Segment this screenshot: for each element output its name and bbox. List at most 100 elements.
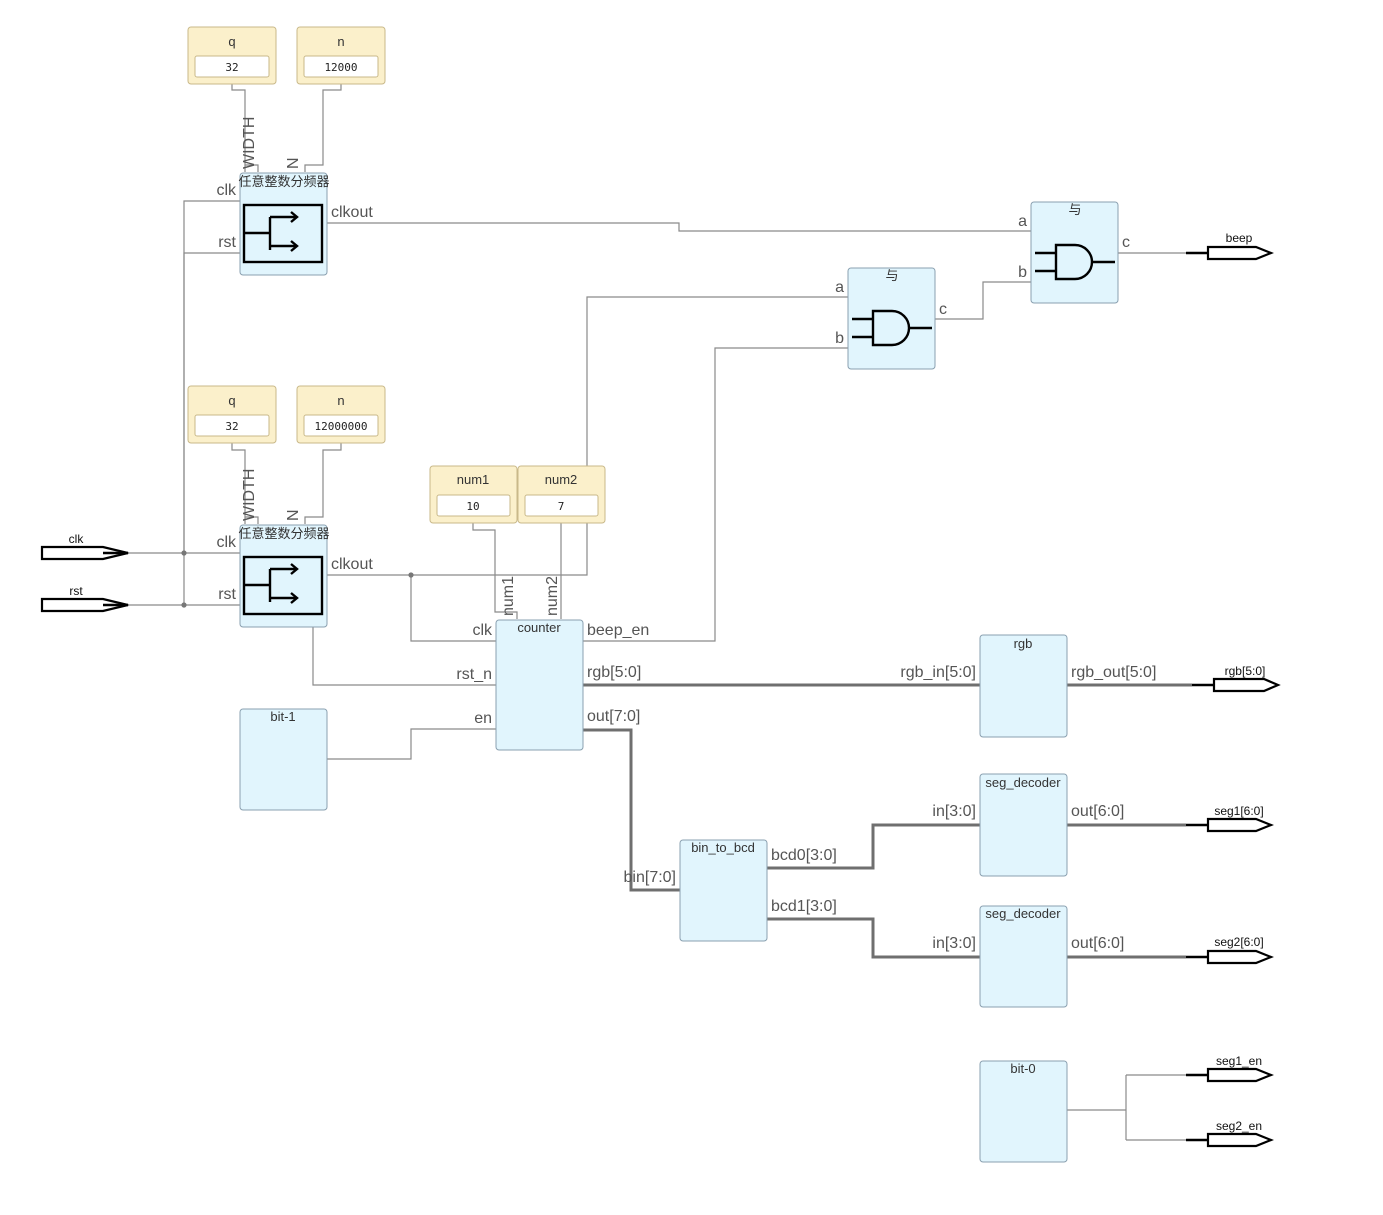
- block-and-2[interactable]: 与 a b c: [1018, 201, 1130, 304]
- pin-bin: bin[7:0]: [624, 869, 676, 886]
- pin-clkout: clkout: [331, 556, 373, 573]
- param-num1[interactable]: num1 10: [429, 465, 518, 524]
- block-seg-decoder-1[interactable]: seg_decoder in[3:0] out[6:0]: [932, 773, 1124, 877]
- block-divider-bottom[interactable]: 任意整数分频器 clk rst clkout WIDTH N: [216, 469, 373, 628]
- junction-rst: [181, 602, 187, 608]
- block-title: counter: [517, 620, 561, 635]
- block-title: seg_decoder: [985, 775, 1061, 790]
- pin-out: out[7:0]: [587, 708, 640, 725]
- port-label: beep: [1226, 231, 1253, 245]
- param-name: n: [337, 34, 344, 49]
- wire-beep-en: [583, 347, 848, 642]
- pin-bcd0: bcd0[3:0]: [771, 847, 837, 864]
- pin-a: a: [1018, 213, 1027, 230]
- param-p2-q[interactable]: q 32: [187, 385, 277, 444]
- wire-and1c: [935, 281, 1031, 320]
- block-title: 任意整数分频器: [238, 526, 329, 541]
- pin-n: N: [285, 157, 302, 169]
- pin-num2: num2: [544, 576, 561, 616]
- port-label: seg1[6:0]: [1214, 804, 1263, 818]
- block-title: bin_to_bcd: [691, 840, 755, 855]
- port-label: rst: [69, 584, 83, 598]
- pin-clk: clk: [472, 622, 493, 639]
- wire-clkout2-counter: [410, 575, 496, 642]
- block-and-1[interactable]: 与 a b c: [835, 267, 947, 370]
- wires: [128, 84, 1192, 1141]
- pin-c: c: [1122, 234, 1130, 251]
- pin-c: c: [939, 301, 947, 318]
- pin-clk: clk: [216, 182, 237, 199]
- port-seg2[interactable]: seg2[6:0]: [1186, 935, 1274, 965]
- pin-out: out[6:0]: [1071, 803, 1124, 820]
- port-label: clk: [69, 532, 85, 546]
- pin-a: a: [835, 279, 844, 296]
- bus-bcd1: [767, 917, 980, 959]
- pin-rst-n: rst_n: [456, 666, 492, 683]
- port-seg1[interactable]: seg1[6:0]: [1186, 804, 1274, 833]
- port-label: rgb[5:0]: [1225, 664, 1266, 678]
- block-counter[interactable]: counter clk rst_n en beep_en rgb[5:0] ou…: [456, 576, 649, 751]
- param-value: 7: [558, 500, 565, 513]
- wire-clk-up: [183, 200, 240, 553]
- block-bit-1[interactable]: bit-1: [239, 708, 328, 811]
- param-value: 12000000: [315, 420, 368, 433]
- pin-width: WIDTH: [241, 469, 258, 521]
- block-title: 任意整数分频器: [238, 174, 329, 189]
- wire-p1q-width: [231, 84, 246, 172]
- pin-n: N: [285, 509, 302, 521]
- block-divider-top[interactable]: 任意整数分频器 clk rst clkout WIDTH N: [216, 117, 373, 276]
- port-seg1-en[interactable]: seg1_en: [1186, 1054, 1274, 1083]
- block-title: rgb: [1014, 636, 1033, 651]
- junction-clk: [181, 550, 187, 556]
- divider-icon: [242, 555, 324, 616]
- port-label: seg1_en: [1216, 1054, 1262, 1068]
- and-gate-icon: [1035, 243, 1115, 281]
- pin-in: in[3:0]: [932, 803, 976, 820]
- bus-out: [583, 728, 680, 892]
- param-num2[interactable]: num2 7: [517, 465, 606, 524]
- pin-clk: clk: [216, 534, 237, 551]
- param-value: 32: [225, 61, 238, 74]
- block-rgb[interactable]: rgb rgb_in[5:0] rgb_out[5:0]: [900, 634, 1156, 738]
- port-beep[interactable]: beep: [1186, 231, 1274, 261]
- param-p1-q[interactable]: q 32: [187, 26, 277, 85]
- port-label: seg2[6:0]: [1214, 935, 1263, 949]
- block-title: 与: [885, 268, 898, 283]
- wire-clkout2: [327, 296, 848, 576]
- wire-rst-up: [183, 252, 240, 605]
- wire-clkout1: [327, 222, 1031, 232]
- junction-clkout2: [408, 572, 414, 578]
- port-rgb[interactable]: rgb[5:0]: [1192, 664, 1281, 693]
- block-bin-to-bcd[interactable]: bin_to_bcd bin[7:0] bcd0[3:0] bcd1[3:0]: [624, 839, 837, 942]
- param-name: num2: [545, 472, 578, 487]
- block-title: 与: [1068, 202, 1081, 217]
- divider-icon: [242, 203, 324, 264]
- pin-in: in[3:0]: [932, 935, 976, 952]
- block-bit-0[interactable]: bit-0: [979, 1060, 1068, 1163]
- param-name: num1: [457, 472, 490, 487]
- bus-bcd0: [767, 823, 980, 870]
- port-clk[interactable]: clk: [40, 532, 129, 561]
- port-seg2-en[interactable]: seg2_en: [1186, 1119, 1274, 1148]
- param-p2-n[interactable]: n 12000000: [296, 385, 386, 444]
- pin-en: en: [474, 710, 492, 727]
- pin-beep-en: beep_en: [587, 622, 649, 639]
- pin-rgb-in: rgb_in[5:0]: [900, 664, 976, 681]
- block-seg-decoder-2[interactable]: seg_decoder in[3:0] out[6:0]: [932, 905, 1124, 1008]
- pin-bcd1: bcd1[3:0]: [771, 898, 837, 915]
- and-gate-icon: [852, 309, 932, 347]
- pin-num1: num1: [500, 576, 517, 616]
- param-value: 12000: [324, 61, 357, 74]
- param-value: 10: [466, 500, 479, 513]
- pin-rst: rst: [218, 234, 236, 251]
- param-name: n: [337, 393, 344, 408]
- param-p1-n[interactable]: n 12000: [296, 26, 386, 85]
- param-name: q: [228, 393, 235, 408]
- pin-rgb: rgb[5:0]: [587, 664, 641, 681]
- pin-out: out[6:0]: [1071, 935, 1124, 952]
- port-rst[interactable]: rst: [40, 584, 129, 613]
- wire-p2q-width-b: [245, 516, 259, 524]
- wire-p2q-width: [231, 443, 246, 524]
- wire-p1n-n: [304, 84, 342, 172]
